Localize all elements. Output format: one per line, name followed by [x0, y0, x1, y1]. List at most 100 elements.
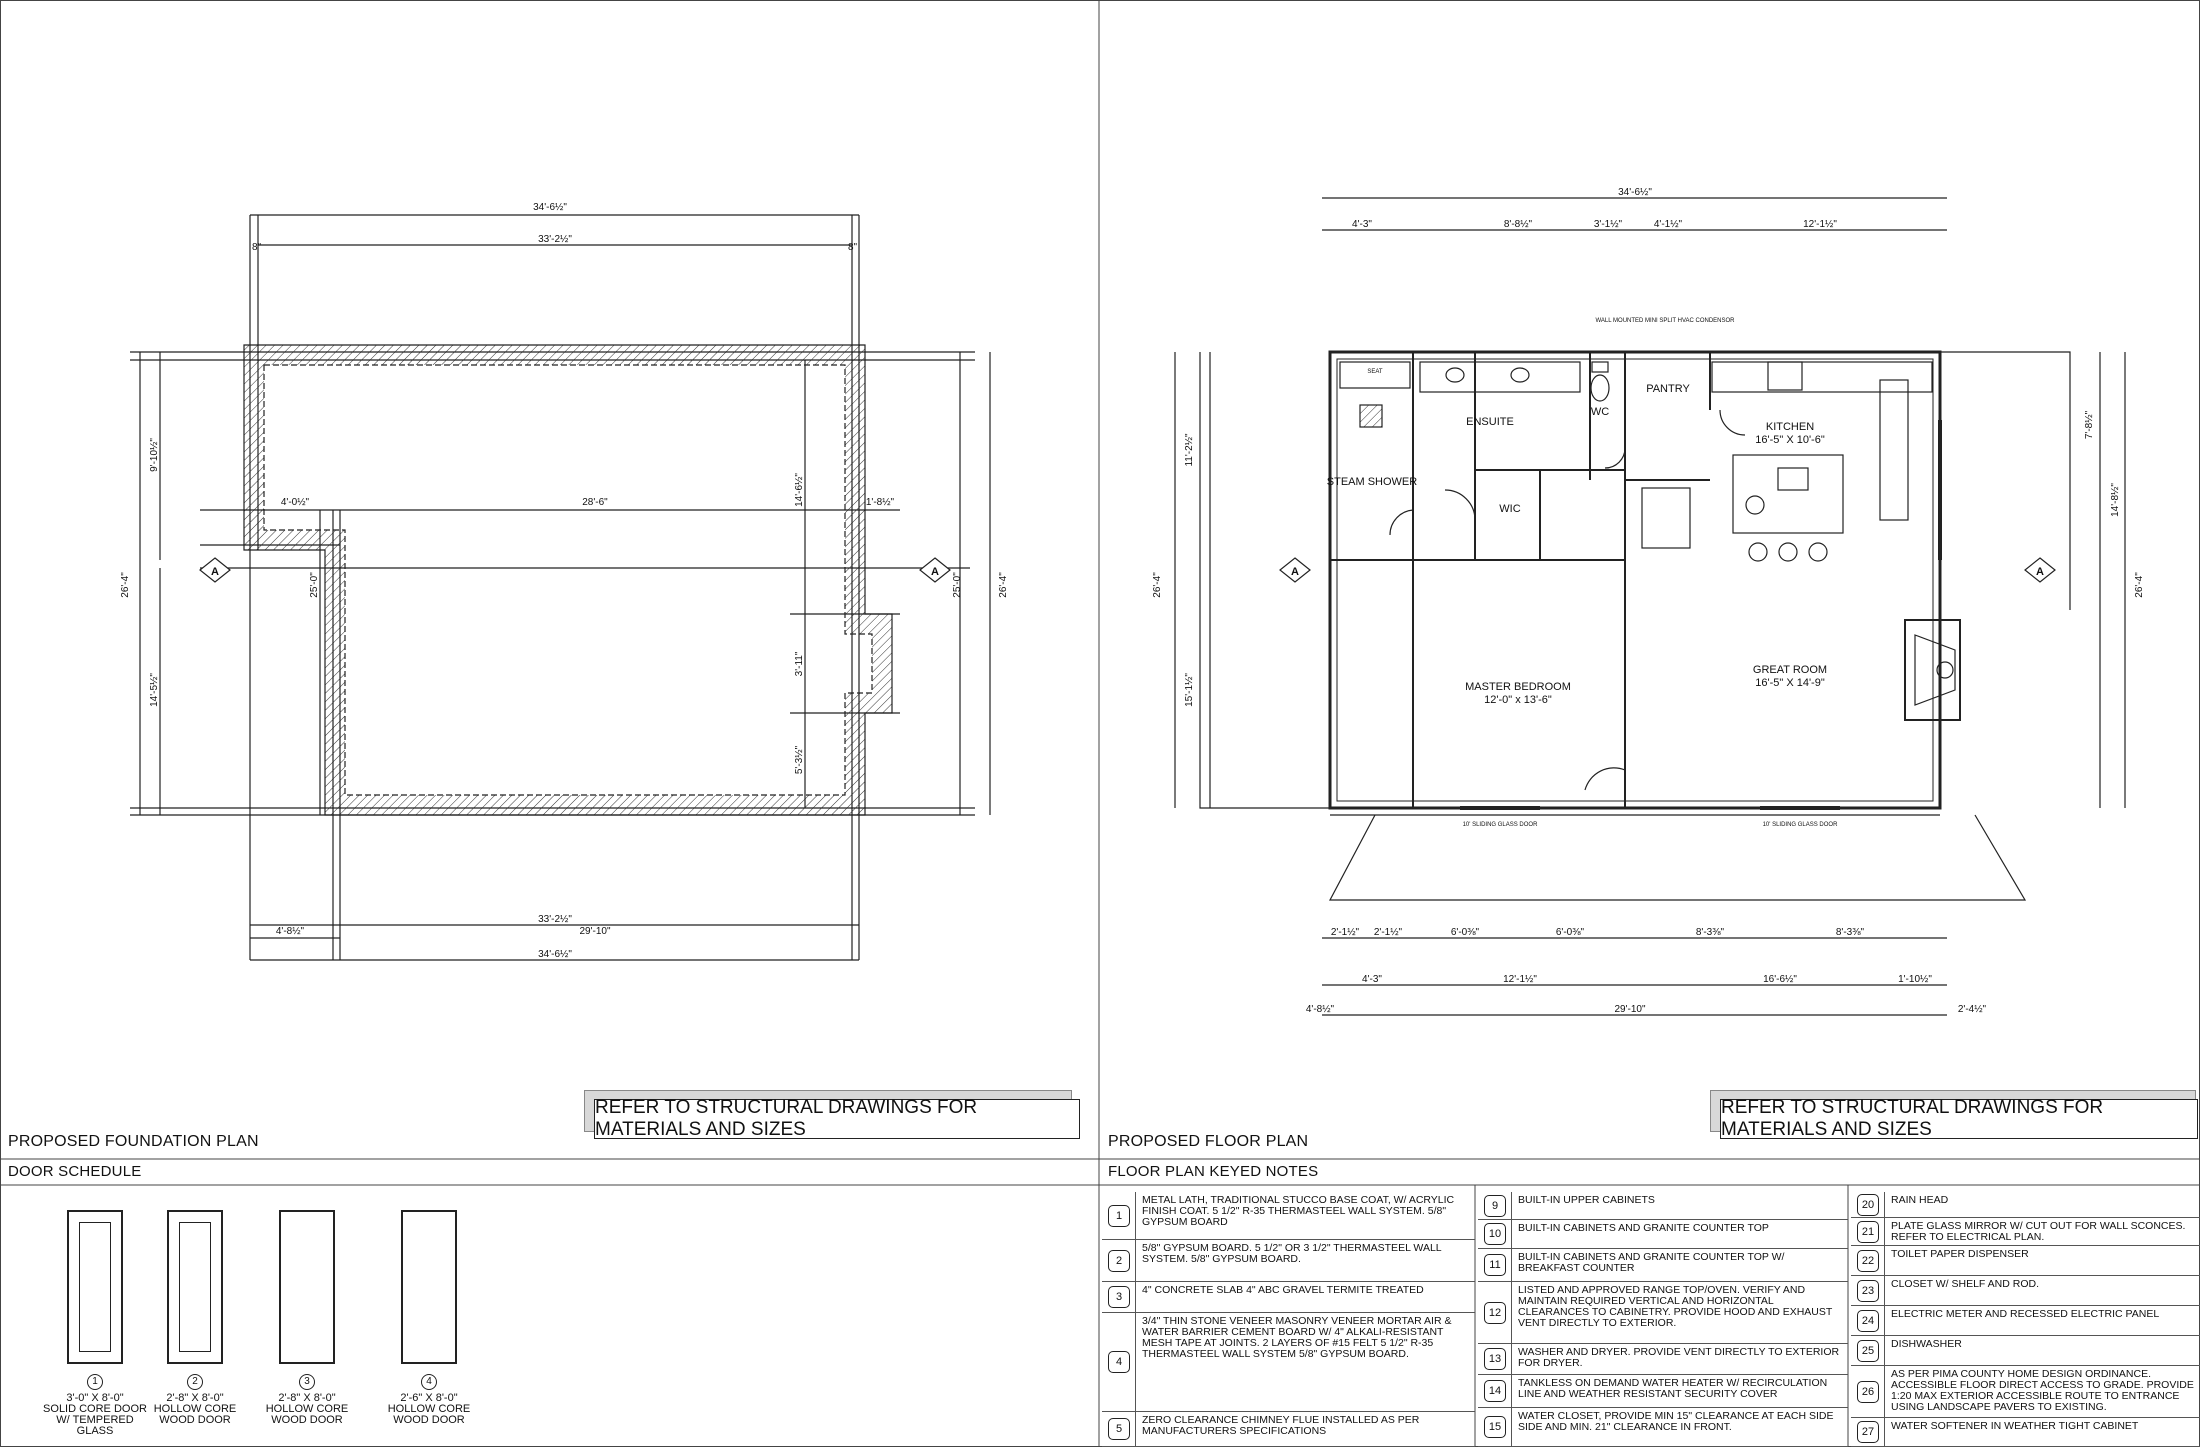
door-4-line2: WOOD DOOR — [393, 1414, 465, 1426]
floor-dim-right-overall: 26'-4" — [2134, 572, 2145, 598]
room-wic: WIC — [1499, 503, 1520, 515]
keyed-note-divider — [1884, 1246, 1885, 1275]
keyed-note-badge: 4 — [1108, 1351, 1130, 1373]
floor-dim-b2-2: 4'-3" — [1362, 974, 1382, 985]
door-4-size: 2'-6" X 8'-0" — [400, 1392, 458, 1404]
floor-plan — [1174, 197, 2126, 1016]
door-2-size: 2'-8" X 8'-0" — [166, 1392, 224, 1404]
fdn-dim-eight-a: 8" — [252, 242, 262, 253]
fdn-dim-seg-right: 29'-10" — [579, 926, 610, 937]
door-1-elevation — [67, 1210, 123, 1364]
keyed-note-text: 4" CONCRETE SLAB 4" ABC GRAVEL TERMITE T… — [1142, 1285, 1424, 1296]
door-3-elevation — [279, 1210, 335, 1364]
keyed-note-text: WATER SOFTENER IN WEATHER TIGHT CABINET — [1891, 1421, 2139, 1432]
keyed-note-text: ELECTRIC METER AND RECESSED ELECTRIC PAN… — [1891, 1309, 2160, 1320]
floor-dim-left-overall: 26'-4" — [1152, 572, 1163, 598]
fdn-dim-eight-b: 8" — [848, 242, 858, 253]
keyed-note-divider — [1511, 1192, 1512, 1219]
room-kitchen: KITCHEN — [1766, 421, 1814, 433]
door-1-num: 1 — [87, 1374, 103, 1390]
fdn-dim-middle-span: 28'-6" — [582, 497, 608, 508]
keyed-note-badge: 27 — [1857, 1421, 1879, 1443]
room-master-size: 12'-0" x 13'-6" — [1484, 694, 1552, 706]
keyed-note-divider — [1884, 1418, 1885, 1446]
keyed-note-26: 26 AS PER PIMA COUNTY HOME DESIGN ORDINAN… — [1851, 1366, 2200, 1418]
floor-dim-b1-4: 6'-0⅜" — [1556, 927, 1585, 938]
floor-dim-overall-top: 34'-6½" — [1618, 187, 1652, 198]
foundation-dim-labels: 34'-6½" 33'-2½" 8" 8" 33'-2½" 4'-8½" 29'… — [120, 202, 1009, 960]
keyed-note-text: TANKLESS ON DEMAND WATER HEATER W/ RECIR… — [1518, 1378, 1828, 1400]
floor-dim-b3-2: 29'-10" — [1614, 1004, 1645, 1015]
keyed-note-divider — [1511, 1220, 1512, 1248]
door-3-line2: WOOD DOOR — [271, 1414, 343, 1426]
door-1-size: 3'-0" X 8'-0" — [66, 1392, 124, 1404]
door-3-num: 3 — [299, 1374, 315, 1390]
floor-dim-b3-1: 4'-8½" — [1306, 1004, 1335, 1015]
sliding-door-label-b: 10' SLIDING GLASS DOOR — [1763, 822, 1839, 828]
keyed-note-text: RAIN HEAD — [1891, 1195, 1949, 1206]
fdn-dim-inner-bottom: 33'-2½" — [538, 914, 572, 925]
fdn-dim-right-upper: 14'-6½" — [794, 473, 805, 507]
door-1-line2: W/ TEMPERED GLASS — [56, 1414, 134, 1437]
floor-section-tag-right: A — [2036, 566, 2044, 578]
keyed-note-text: TOILET PAPER DISPENSER — [1891, 1249, 2029, 1260]
keyed-note-text: 3/4" THIN STONE VENEER MASONRY VENEER MO… — [1142, 1316, 1452, 1360]
fdn-section-tag-left: A — [211, 566, 219, 578]
fdn-dim-left-overall: 26'-4" — [120, 572, 131, 598]
floor-dim-right-upper: 14'-8½" — [2110, 483, 2121, 517]
fdn-dim-inner-top: 33'-2½" — [538, 234, 572, 245]
fdn-dim-small-right: 1'-8½" — [866, 497, 895, 508]
fdn-dim-right-lower: 5'-3½" — [794, 745, 805, 774]
floor-dim-b1-1: 2'-1½" — [1331, 927, 1360, 938]
keyed-note-badge: 14 — [1484, 1380, 1506, 1402]
keyed-note-badge: 26 — [1857, 1380, 1879, 1403]
keyed-note-badge: 10 — [1484, 1223, 1506, 1245]
keyed-note-text: BUILT-IN UPPER CABINETS — [1518, 1195, 1655, 1206]
keyed-note-divider — [1884, 1336, 1885, 1365]
door-3-size: 2'-8" X 8'-0" — [278, 1392, 336, 1404]
keyed-note-text: METAL LATH, TRADITIONAL STUCCO BASE COAT… — [1142, 1195, 1455, 1228]
room-pantry: PANTRY — [1646, 383, 1690, 395]
floor-dim-b1-2: 2'-1½" — [1374, 927, 1403, 938]
keyed-note-27: 27 WATER SOFTENER IN WEATHER TIGHT CABINE… — [1851, 1418, 2200, 1447]
keyed-note-badge: 21 — [1857, 1220, 1879, 1243]
fdn-dim-inner-left: 25'-0" — [309, 572, 320, 598]
fdn-dim-right-inner: 25'-0" — [952, 572, 963, 598]
keyed-note-badge: 22 — [1857, 1249, 1879, 1272]
fdn-dim-seg-left: 4'-8½" — [276, 926, 305, 937]
keyed-note-divider — [1135, 1192, 1136, 1239]
door-2-line1: HOLLOW CORE — [153, 1403, 237, 1415]
floor-labels: 34'-6½" 4'-3" 8'-8½" 3'-1½" 4'-1½" 12'-1… — [1152, 187, 2145, 1015]
door-4-elevation — [401, 1210, 457, 1364]
keyed-note-divider — [1884, 1218, 1885, 1245]
door-2-line2: WOOD DOOR — [159, 1414, 231, 1426]
fdn-dim-right-bump: 3'-11" — [794, 651, 805, 676]
fdn-dim-right-overall: 26'-4" — [998, 572, 1009, 598]
door-2: 2 2'-8" X 8'-0" HOLLOW CORE WOOD DOOR — [140, 1210, 250, 1426]
door-schedule-title: DOOR SCHEDULE — [8, 1163, 142, 1180]
floor-dim-top-seg-2: 4'-3" — [1352, 219, 1372, 230]
floor-dim-b1-5: 8'-3⅜" — [1696, 927, 1725, 938]
keyed-note-divider — [1511, 1408, 1512, 1446]
keyed-note-text: CLOSET W/ SHELF AND ROD. — [1891, 1279, 2039, 1290]
fdn-dim-overall-top: 34'-6½" — [533, 202, 567, 213]
door-4-num: 4 — [421, 1374, 437, 1390]
fdn-section-tag-right: A — [931, 566, 939, 578]
keyed-note-badge: 25 — [1857, 1339, 1879, 1362]
keyed-note-text: AS PER PIMA COUNTY HOME DESIGN ORDINANCE… — [1891, 1369, 2194, 1413]
keyed-note-badge: 15 — [1484, 1416, 1506, 1438]
floor-dim-top-seg-10: 12'-1½" — [1803, 219, 1837, 230]
keyed-note-badge: 5 — [1108, 1418, 1130, 1440]
keyed-note-divider — [1884, 1306, 1885, 1335]
floor-refer-note: REFER TO STRUCTURAL DRAWINGS FOR MATERIA… — [1720, 1097, 2198, 1140]
